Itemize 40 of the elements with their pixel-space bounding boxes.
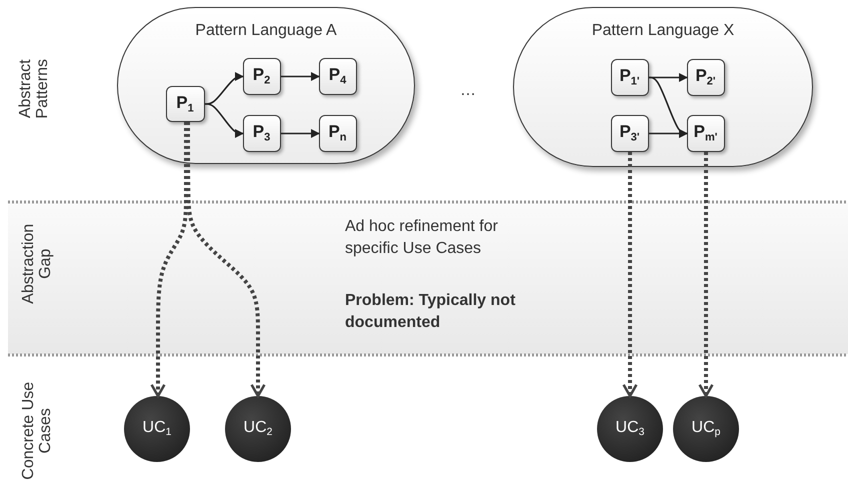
- use-case-label: UC$_{3}$: [616, 419, 644, 439]
- arrow: [281, 129, 320, 138]
- dotted-arrow: [186, 122, 266, 398]
- use-case-label: UC$_{p}$: [692, 419, 720, 439]
- pattern-label: P$_{3'}$: [619, 122, 640, 144]
- pattern-label: P$_{2}$: [252, 65, 270, 87]
- dotted-arrow: [622, 152, 638, 398]
- arrow: [281, 72, 320, 81]
- pattern-box: [686, 114, 724, 152]
- layer-label: Abstraction Gap: [21, 222, 55, 306]
- language-title: Pattern Language X: [590, 22, 736, 40]
- pattern-label: P$_{1}$: [176, 92, 194, 114]
- dotted-arrow: [150, 122, 188, 398]
- problem-note: Problem: Typically not documented: [345, 291, 516, 334]
- note-text: Ad hoc refinement for specific Use Cases: [345, 217, 499, 260]
- pattern-label: P$_{m'}$: [694, 122, 718, 144]
- layer-label: Abstract Patterns: [18, 58, 52, 121]
- pattern-box: [686, 58, 724, 96]
- arrow: [205, 72, 244, 105]
- arrow: [205, 103, 244, 138]
- layer-label: Concrete Use Cases: [21, 380, 55, 482]
- pattern-box: [166, 86, 204, 122]
- pattern-label: P$_{3}$: [252, 122, 270, 144]
- pattern-label: P$_{1'}$: [619, 66, 640, 88]
- pattern-box: [242, 114, 280, 152]
- ellipsis: …: [460, 81, 476, 101]
- arrow: [649, 73, 688, 82]
- pattern-box: [318, 58, 356, 94]
- pattern-label: P$_{4}$: [328, 65, 346, 87]
- use-case-label: UC$_{2}$: [244, 419, 272, 439]
- language-title: Pattern Language A: [194, 22, 338, 40]
- pattern-box: [242, 58, 280, 94]
- arrow: [649, 129, 688, 138]
- dotted-arrow: [698, 152, 714, 398]
- pattern-box: [610, 114, 648, 152]
- pattern-box: [610, 58, 648, 96]
- pattern-label: P$_{n}$: [328, 122, 347, 144]
- pattern-label: P$_{2'}$: [695, 66, 716, 88]
- use-case-label: UC$_{1}$: [142, 419, 172, 439]
- pattern-box: [318, 114, 356, 152]
